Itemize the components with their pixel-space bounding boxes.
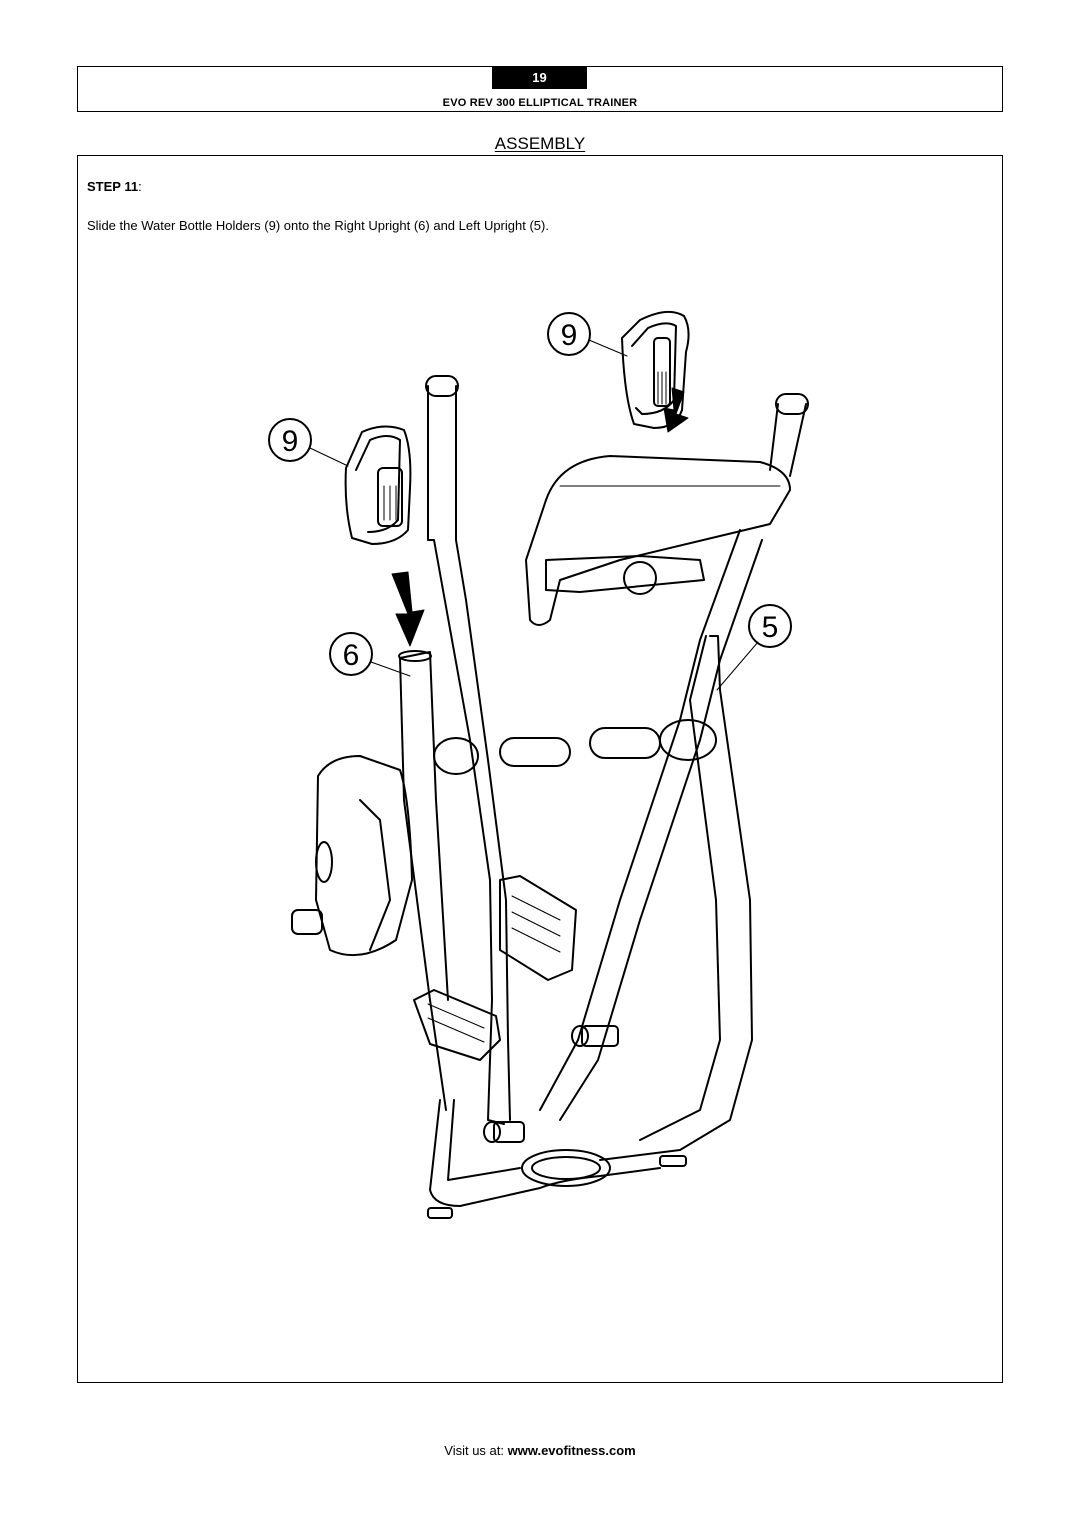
left-upright <box>599 635 753 1161</box>
arrow-down-icon <box>391 571 425 647</box>
roller-left <box>571 1025 619 1047</box>
section-title: ASSEMBLY <box>494 134 586 153</box>
base-frame <box>427 1099 687 1219</box>
callout-holder-left <box>268 418 349 467</box>
callout-left-upright-label: 5 <box>762 611 779 644</box>
step-colon: : <box>138 179 142 194</box>
content-frame: STEP 11: Slide the Water Bottle Holders … <box>77 155 1003 1383</box>
callout-left-upright <box>716 604 792 691</box>
step-instruction: Slide the Water Bottle Holders (9) onto … <box>87 218 549 233</box>
moving-handle-left <box>425 375 511 1125</box>
callout-holder-right-label: 9 <box>561 319 578 352</box>
right-upright <box>398 650 449 1111</box>
page-number: 19 <box>492 67 587 89</box>
water-bottle-holder-left <box>344 425 412 545</box>
step-label: STEP 11 <box>87 179 139 194</box>
step-heading: STEP 11: <box>87 179 142 194</box>
pedal-front <box>499 875 577 981</box>
callout-right-upright-label: 6 <box>343 639 360 672</box>
footer-url[interactable]: www.evofitness.com <box>507 1443 636 1458</box>
roller-right <box>483 1121 525 1143</box>
arrow-down-icon <box>663 387 689 433</box>
footer-prefix: Visit us at: <box>444 1443 508 1458</box>
footer: Visit us at: www.evofitness.com <box>0 1443 1080 1458</box>
crossbar <box>433 719 717 775</box>
callout-holder-left-label: 9 <box>282 425 299 458</box>
flywheel-housing <box>291 755 413 957</box>
callout-holder-right <box>547 312 628 357</box>
callout-right-upright <box>329 632 411 677</box>
console <box>525 455 791 626</box>
page-header: 19 EVO REV 300 ELLIPTICAL TRAINER <box>77 66 1003 112</box>
pedal-rear <box>413 989 501 1061</box>
moving-handle-right <box>539 393 809 1121</box>
water-bottle-holder-right <box>621 310 690 429</box>
document-title: EVO REV 300 ELLIPTICAL TRAINER <box>442 97 638 109</box>
